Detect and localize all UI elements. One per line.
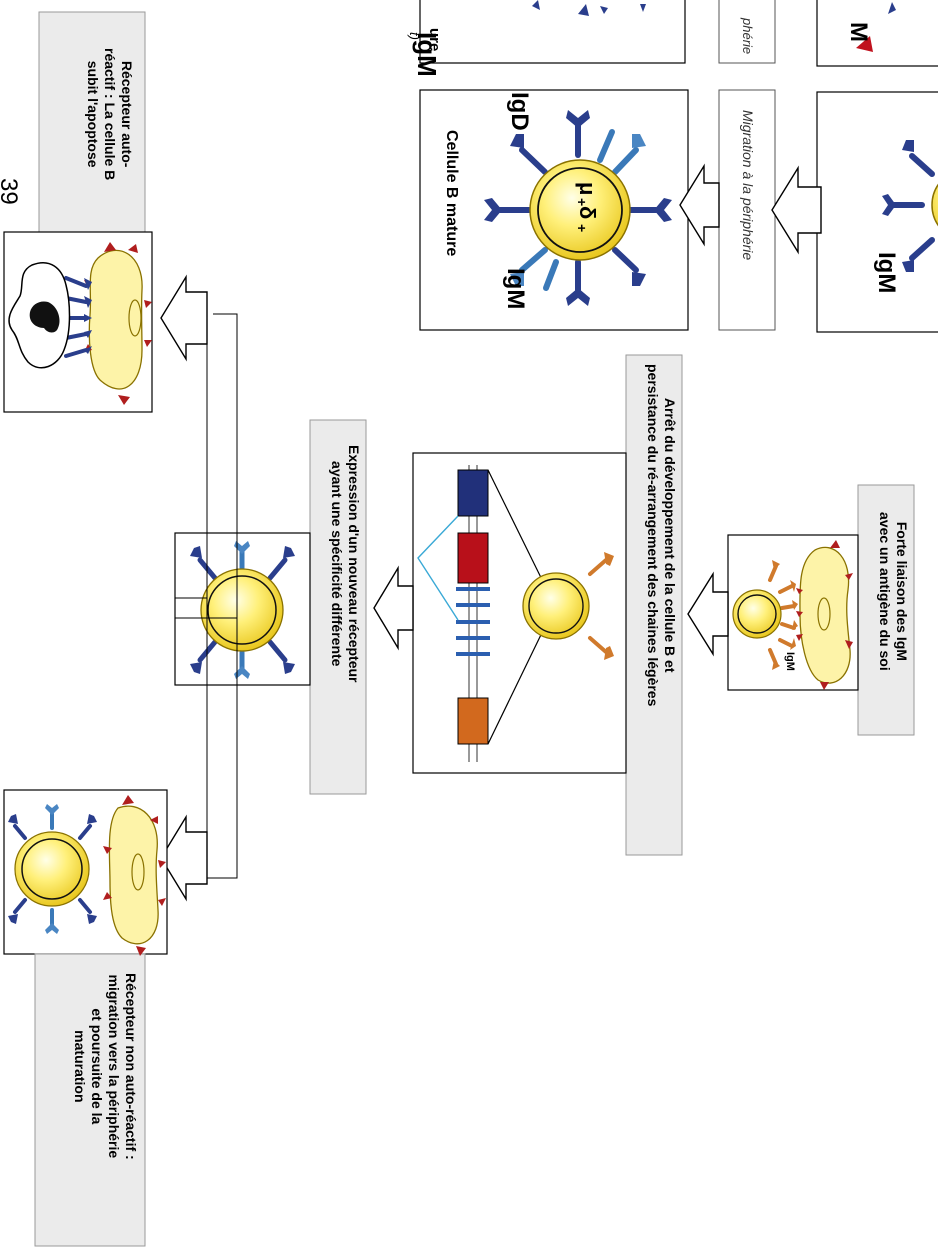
arrested-b-cell <box>522 552 614 660</box>
flow-arrow-1 <box>687 571 729 657</box>
right-partial-bottom-panel <box>816 91 938 333</box>
migration-top-box <box>718 0 776 64</box>
mu-symbol: μ <box>575 182 600 196</box>
mature-b-cell <box>484 110 672 306</box>
auto-reactive-text: Récepteur auto- réactif : La cellule B s… <box>85 48 135 181</box>
migration-arrow-top <box>771 165 822 255</box>
new-receptor-box <box>309 419 367 795</box>
flow-arrow-2 <box>373 565 414 651</box>
right-partial-top-label: M <box>845 22 872 42</box>
arrest-box <box>625 354 683 856</box>
migration-box <box>718 89 776 331</box>
branch-connectors <box>175 313 238 879</box>
arrest-panel <box>412 452 627 774</box>
arrest-text: Arrêt du développement de la cellule B e… <box>645 364 678 707</box>
non-auto-reactive-text: Récepteur non auto-réactif : migration v… <box>72 973 139 1160</box>
igm-label: IgM <box>502 268 529 310</box>
gene-rearrangement <box>417 465 553 762</box>
delta-symbol: δ <box>575 206 600 220</box>
igd-label: IgD <box>506 92 533 131</box>
plus-sign-1: + <box>574 198 590 207</box>
left-partial-receptors <box>532 0 646 16</box>
binding-igm-label: IgM <box>784 652 796 671</box>
right-partial-top-panel <box>816 0 938 67</box>
antigen-marker <box>856 36 873 52</box>
right-top-receptor <box>888 2 896 14</box>
non-self-reactive-b-cell <box>8 795 166 956</box>
left-partial-line2: t) <box>407 32 422 40</box>
left-partial-panel <box>419 0 686 64</box>
new-receptor-text: Expression d'un nouveau récepteur ayant … <box>329 445 362 683</box>
strong-binding-box <box>857 484 915 736</box>
apoptosis-box <box>38 11 146 233</box>
apoptotic-b-cell <box>8 242 152 405</box>
strong-binding-text: Forte liaison des IgM avec un antigène d… <box>877 512 910 671</box>
b-cell-binding-self-antigen <box>732 540 853 690</box>
right-partial-igm-label: IgM <box>873 252 900 294</box>
maturation-box <box>34 953 146 1247</box>
migration-label: Migration à la périphérie <box>740 110 756 261</box>
migration-arrow-mature <box>679 163 720 247</box>
migration-top-label: phérie <box>740 18 755 55</box>
left-partial-line1: ure <box>426 28 443 52</box>
mature-b-cell-title: Cellule B mature <box>443 130 460 257</box>
flow-arrow-maturation-head <box>160 814 208 902</box>
flow-arrow-apoptosis-head <box>160 274 208 362</box>
plus-sign-2: + <box>574 224 590 233</box>
page-number: 39 <box>0 178 22 205</box>
right-partial-cell <box>882 140 938 272</box>
